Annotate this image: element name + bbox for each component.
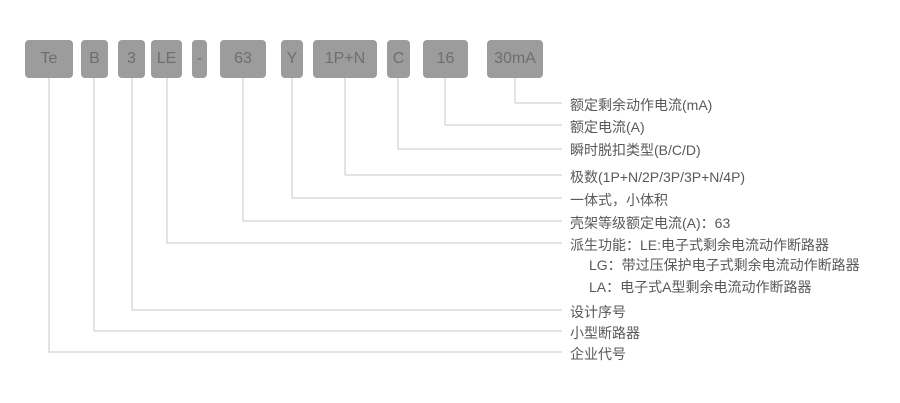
label-design-serial: 设计序号 (570, 304, 626, 320)
label-frame-rated-current: 壳架等级额定电流(A)：63 (570, 215, 731, 231)
connector-16 (444, 78, 562, 126)
label-enterprise-code: 企业代号 (570, 346, 626, 362)
code-box-y: Y (281, 40, 303, 78)
code-box-c: C (387, 40, 410, 78)
code-box-le: LE (151, 40, 182, 78)
label-poles: 极数(1P+N/2P/3P/3P+N/4P) (570, 169, 746, 185)
connector-b (93, 78, 562, 332)
label-trip-type: 瞬时脱扣类型(B/C/D) (570, 142, 701, 158)
connector-te (48, 78, 562, 353)
code-box-3: 3 (118, 40, 145, 78)
label-derived-function-lg: LG：带过压保护电子式剩余电流动作断路器 (589, 257, 860, 273)
label-derived-function-le: 派生功能：LE:电子式剩余电流动作断路器 (570, 237, 830, 253)
code-box-63: 63 (220, 40, 266, 78)
connector-30ma (514, 78, 562, 104)
label-derived-function-la: LA：电子式A型剩余电流动作断路器 (589, 279, 812, 295)
code-box-16: 16 (423, 40, 468, 78)
code-box-1pn: 1P+N (313, 40, 377, 78)
code-box-30ma: 30mA (487, 40, 543, 78)
connector-c (397, 78, 562, 150)
label-miniature-breaker: 小型断路器 (570, 325, 640, 341)
connector-le (166, 78, 562, 244)
label-rated-current: 额定电流(A) (570, 119, 645, 135)
code-box-te: Te (25, 40, 73, 78)
connector-63 (242, 78, 562, 222)
connector-y (291, 78, 562, 199)
label-rated-residual-current: 额定剩余动作电流(mA) (570, 97, 713, 113)
label-compact-type: 一体式，小体积 (570, 192, 668, 208)
code-box-b: B (81, 40, 108, 78)
connector-1pn (344, 78, 562, 176)
code-box-dash: - (192, 40, 207, 78)
connector-3 (131, 78, 562, 311)
